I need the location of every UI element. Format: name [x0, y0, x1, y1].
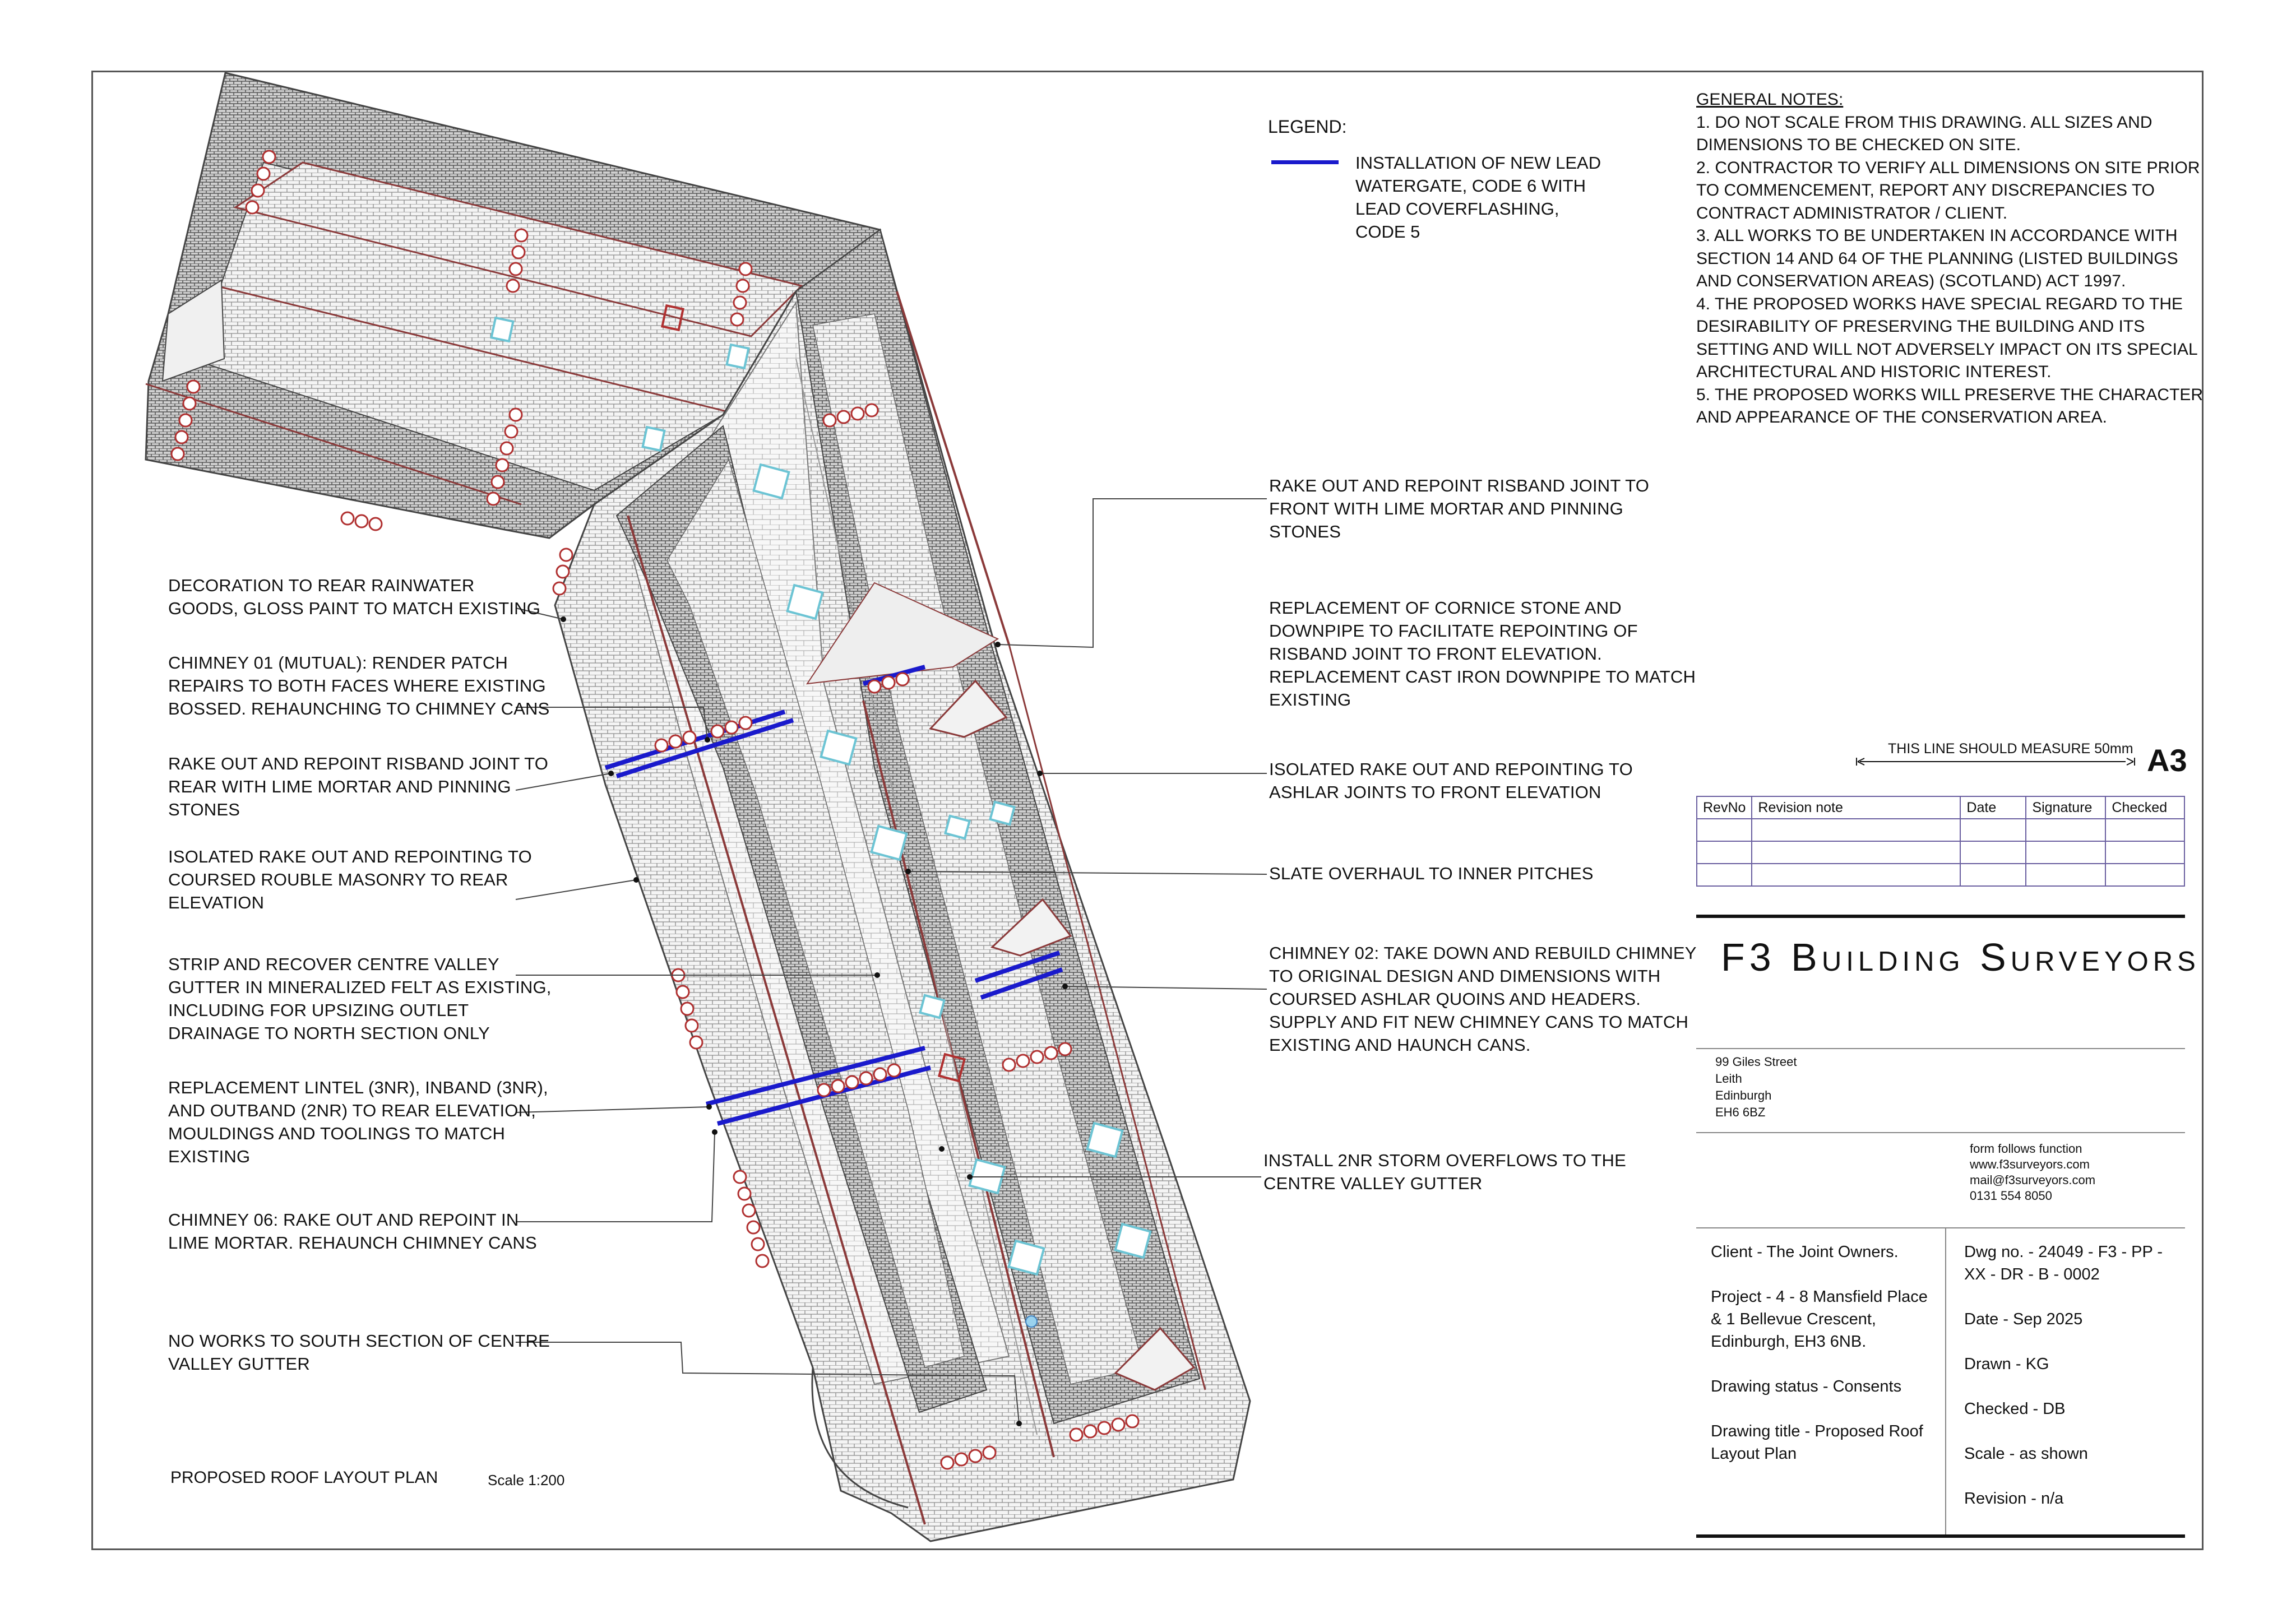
title-block-project-info: Client - The Joint Owners. Project - 4 -…	[1711, 1241, 1935, 1487]
general-notes: GENERAL NOTES: 1. DO NOT SCALE FROM THIS…	[1696, 89, 2206, 429]
scale-check-line	[1860, 761, 2126, 762]
red-hatches	[661, 304, 966, 1083]
general-notes-heading: GENERAL NOTES:	[1696, 90, 1844, 109]
drawing-border	[91, 71, 2204, 1550]
note-valley-gutter: STRIP AND RECOVER CENTRE VALLEY GUTTER I…	[168, 954, 552, 1043]
firm-name: F3 Building Surveyors	[1721, 935, 2200, 979]
general-note-3: 3. ALL WORKS TO BE UNDERTAKEN IN ACCORDA…	[1696, 226, 2178, 290]
website-link[interactable]: www.f3surveyors.com	[1970, 1157, 2090, 1171]
note-lintel: REPLACEMENT LINTEL (3NR), INBAND (3NR), …	[168, 1078, 548, 1166]
legend-lead-line	[1271, 160, 1339, 164]
note-risband-rear: RAKE OUT AND REPOINT RISBAND JOINT TO RE…	[168, 754, 549, 819]
note-storm-overflows: INSTALL 2NR STORM OVERFLOWS TO THE CENTR…	[1263, 1151, 1627, 1193]
note-south-valley: NO WORKS TO SOUTH SECTION OF CENTRE VALL…	[168, 1331, 550, 1374]
table-row	[1696, 863, 2185, 887]
title-block-top-rule	[1696, 915, 2185, 918]
rev-cell	[1960, 818, 2027, 842]
title-block-bottom-rule	[1696, 1534, 2185, 1538]
address-line: Leith	[1715, 1072, 1742, 1086]
rev-cell	[1751, 841, 1961, 864]
checked-by: Checked - DB	[1964, 1400, 2066, 1418]
scale-check-note: THIS LINE SHOULD MEASURE 50mm	[1888, 741, 2133, 757]
rev-cell	[1751, 818, 1961, 842]
rev-cell	[1696, 863, 1753, 887]
table-row	[1696, 841, 2185, 864]
note-rouble-masonry: ISOLATED RAKE OUT AND REPOINTING TO COUR…	[168, 847, 532, 912]
client: Client - The Joint Owners.	[1711, 1243, 1899, 1261]
email-link[interactable]: mail@f3surveyors.com	[1970, 1173, 2096, 1187]
rev-cell	[1960, 863, 2027, 887]
rev-cell	[1696, 818, 1753, 842]
rev-cell	[2025, 863, 2107, 887]
plan-title: PROPOSED ROOF LAYOUT PLAN	[170, 1468, 438, 1487]
address-line: EH6 6BZ	[1715, 1105, 1766, 1119]
drawing-number: Dwg no. - 24049 - F3 - PP - XX - DR - B …	[1964, 1243, 2163, 1283]
note-chimney-06: CHIMNEY 06: RAKE OUT AND REPOINT IN LIME…	[168, 1210, 537, 1253]
drawing-status: Drawing status - Consents	[1711, 1378, 1902, 1395]
leader-lines	[515, 498, 1267, 1424]
rev-cell	[2025, 841, 2107, 864]
rev-cell	[2025, 818, 2107, 842]
sheet-size: A3	[2147, 743, 2187, 778]
rev-cell	[2105, 818, 2185, 842]
general-note-4: 4. THE PROPOSED WORKS HAVE SPECIAL REGAR…	[1696, 294, 2197, 382]
plan-scale: Scale 1:200	[488, 1472, 565, 1488]
rooflights	[490, 316, 1152, 1276]
legend-title: LEGEND:	[1268, 117, 1347, 137]
firm-contact: form follows function www.f3surveyors.co…	[1970, 1141, 2095, 1204]
revision-table: RevNo Revision note Date Signature Check…	[1696, 796, 2185, 887]
title-block-drawing-info: Dwg no. - 24049 - F3 - PP - XX - DR - B …	[1964, 1241, 2188, 1532]
chimney-pots	[170, 150, 1140, 1470]
rev-cell	[2105, 841, 2185, 864]
title-block-column-divider	[1945, 1227, 1946, 1536]
rev-cell	[1751, 863, 1961, 887]
tagline: form follows function	[1970, 1142, 2082, 1156]
firm-address: 99 Giles Street Leith Edinburgh EH6 6BZ	[1715, 1054, 1797, 1121]
note-rainwater-goods: DECORATION TO REAR RAINWATER GOODS, GLOS…	[168, 576, 541, 618]
note-risband-front: RAKE OUT AND REPOINT RISBAND JOINT TO FR…	[1269, 476, 1650, 541]
rev-cell	[1696, 841, 1753, 864]
divider	[1696, 1048, 2185, 1049]
general-note-2: 2. CONTRACTOR TO VERIFY ALL DIMENSIONS O…	[1696, 158, 2200, 222]
revision-header-row: RevNo Revision note Date Signature Check…	[1696, 796, 2185, 819]
leader-dots	[561, 616, 1068, 1426]
storm-overflow	[1025, 1315, 1038, 1328]
rev-cell	[2105, 863, 2185, 887]
rev-col-date: Date	[1960, 796, 2027, 819]
drawing-date: Date - Sep 2025	[1964, 1310, 2083, 1328]
divider	[1696, 1132, 2185, 1133]
note-chimney-01: CHIMNEY 01 (MUTUAL): RENDER PATCH REPAIR…	[168, 653, 550, 718]
drawing-scale: Scale - as shown	[1964, 1445, 2088, 1463]
dormers	[929, 679, 1196, 1391]
general-note-5: 5. THE PROPOSED WORKS WILL PRESERVE THE …	[1696, 385, 2204, 427]
drawn-by: Drawn - KG	[1964, 1355, 2049, 1373]
note-ashlar-joints: ISOLATED RAKE OUT AND REPOINTING TO ASHL…	[1269, 759, 1633, 802]
scale-arrows	[1856, 758, 2135, 766]
rev-col-note: Revision note	[1751, 796, 1961, 819]
phone-number: 0131 554 8050	[1970, 1189, 2052, 1203]
address-line: 99 Giles Street	[1715, 1055, 1797, 1069]
note-chimney-02: CHIMNEY 02: TAKE DOWN AND REBUILD CHIMNE…	[1269, 943, 1697, 1055]
drawing-title: Drawing title - Proposed Roof Layout Pla…	[1711, 1422, 1923, 1463]
general-note-1: 1. DO NOT SCALE FROM THIS DRAWING. ALL S…	[1696, 113, 2152, 155]
divider	[1696, 1227, 2185, 1228]
legend-lead-text: INSTALLATION OF NEW LEAD WATERGATE, CODE…	[1355, 153, 1601, 242]
rev-col-revno: RevNo	[1696, 796, 1753, 819]
rev-col-signature: Signature	[2025, 796, 2107, 819]
rev-cell	[1960, 841, 2027, 864]
note-cornice-stone: REPLACEMENT OF CORNICE STONE AND DOWNPIP…	[1269, 598, 1696, 710]
address-line: Edinburgh	[1715, 1088, 1772, 1102]
revision: Revision - n/a	[1964, 1490, 2064, 1508]
note-slate-overhaul: SLATE OVERHAUL TO INNER PITCHES	[1269, 864, 1594, 883]
rev-col-checked: Checked	[2105, 796, 2185, 819]
project: Project - 4 - 8 Mansfield Place & 1 Bell…	[1711, 1288, 1928, 1351]
table-row	[1696, 818, 2185, 842]
